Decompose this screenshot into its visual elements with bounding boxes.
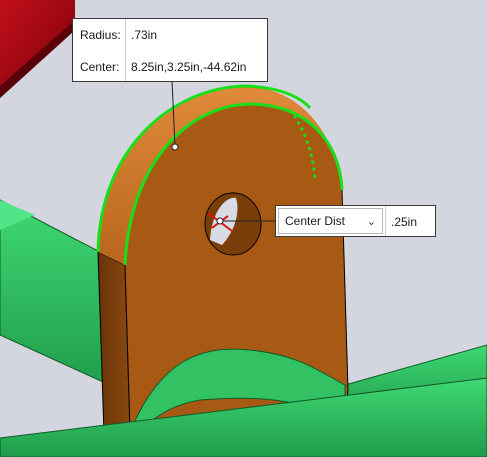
center-dist-dropdown[interactable]: Center Dist ⌄ — [278, 208, 383, 234]
radius-label: Radius: — [80, 28, 121, 42]
center-dist-callout: Center Dist ⌄ .25in — [275, 205, 436, 237]
chevron-down-icon[interactable]: ⌄ — [366, 216, 376, 228]
hole[interactable] — [204, 192, 262, 256]
radius-row: Radius: .73in — [73, 19, 267, 51]
selected-top-arc-edge[interactable] — [96, 84, 312, 253]
center-row: Center: 8.25in,3.25in,-44.62in — [73, 51, 267, 83]
green-bottom-bar[interactable] — [0, 348, 487, 457]
selected-arc-edge[interactable] — [123, 102, 344, 266]
center-dist-dropdown-value: Center Dist — [285, 214, 346, 228]
hidden-arc-edge — [288, 109, 317, 179]
radius-value: .73in — [131, 28, 158, 42]
center-dist-leader — [216, 217, 275, 225]
callout-divider — [385, 206, 386, 236]
callout-divider — [125, 19, 126, 81]
radius-callout: Radius: .73in Center: 8.25in,3.25in,-44.… — [72, 18, 268, 82]
center-label: Center: — [80, 60, 120, 74]
red-body[interactable] — [0, 0, 75, 98]
center-value: 8.25in,3.25in,-44.62in — [131, 60, 247, 74]
center-dist-value: .25in — [391, 215, 418, 229]
